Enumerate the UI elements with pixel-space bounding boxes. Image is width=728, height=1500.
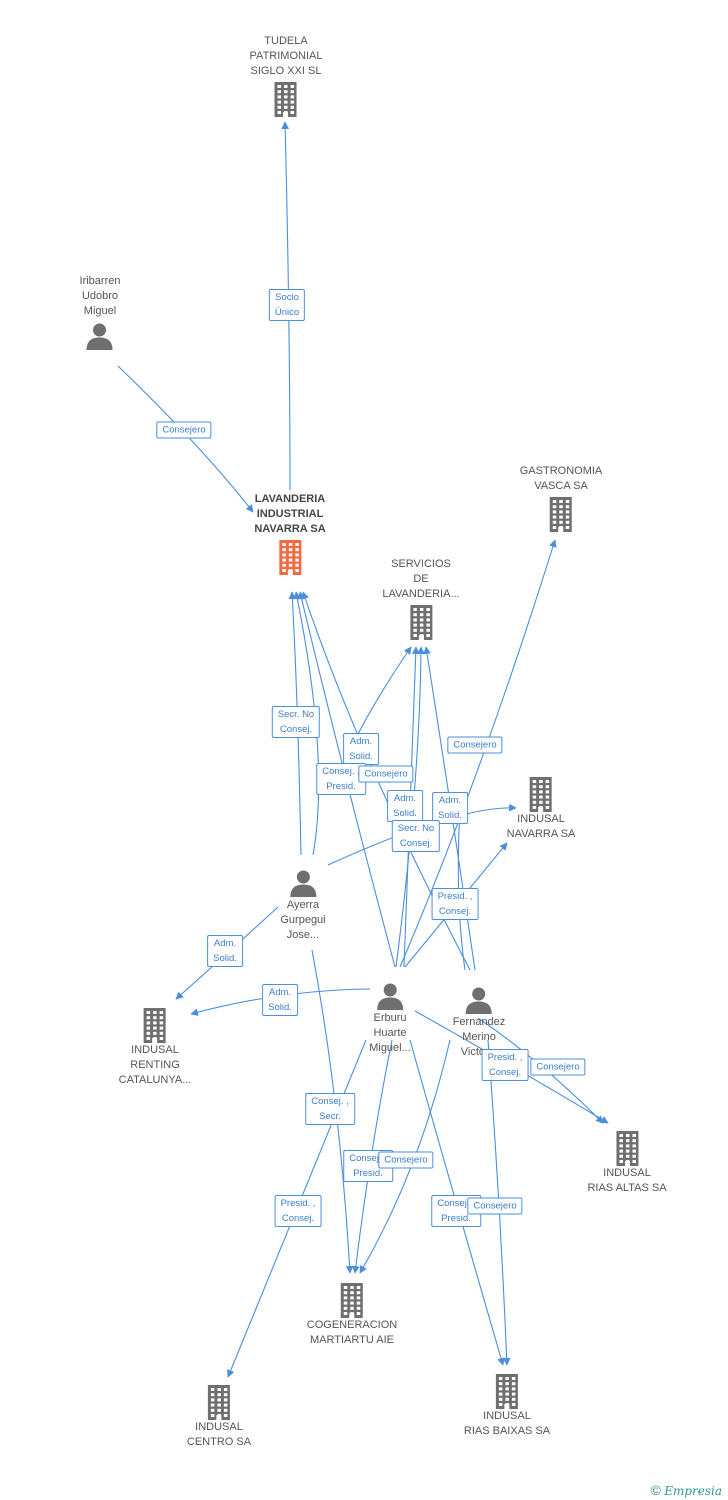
edge-label-consej-presid[interactable]: Consej. , Presid. bbox=[316, 763, 366, 795]
person-icon bbox=[376, 983, 403, 1010]
node-ayerra-gurpegui-jose[interactable]: Ayerra Gurpegui Jose... bbox=[280, 866, 326, 943]
node-label: TUDELA PATRIMONIAL SIGLO XXI SL bbox=[249, 35, 323, 77]
node-label: INDUSAL CENTRO SA bbox=[186, 1421, 252, 1448]
node-label: Ayerra Gurpegui Jose... bbox=[280, 899, 326, 941]
edge-line bbox=[117, 365, 254, 513]
building-icon bbox=[529, 777, 552, 812]
person-icon bbox=[289, 870, 316, 897]
node-tudela-patrimonial[interactable]: TUDELA PATRIMONIAL SIGLO XXI SL bbox=[249, 34, 323, 117]
edge-label-adm-solid[interactable]: Adm. Solid. bbox=[343, 733, 379, 765]
edge-line bbox=[293, 591, 320, 856]
node-label: SERVICIOS DE LAVANDERIA... bbox=[382, 558, 460, 600]
node-indusal-rias-baixas[interactable]: INDUSAL RIAS BAIXAS SA bbox=[464, 1371, 550, 1439]
node-indusal-rias-altas[interactable]: INDUSAL RIAS ALTAS SA bbox=[587, 1128, 667, 1196]
edge-line bbox=[399, 539, 557, 968]
empresia-logo: Empresia bbox=[664, 1484, 722, 1498]
edge-label-consejero[interactable]: Consejero bbox=[530, 1058, 586, 1076]
node-cogeneracion-martiartu[interactable]: COGENERACION MARTIARTU AIE bbox=[307, 1280, 397, 1348]
building-icon bbox=[144, 1008, 166, 1043]
edge-line bbox=[354, 646, 412, 741]
node-indusal-renting-catalunya[interactable]: INDUSAL RENTING CATALUNYA... bbox=[118, 1005, 192, 1088]
edge-label-socio-unico[interactable]: Socio Único bbox=[268, 289, 306, 321]
node-iribarren-udobro-miguel[interactable]: Iribarren Udobro Miguel bbox=[79, 274, 121, 351]
person-icon bbox=[466, 987, 492, 1014]
node-label: INDUSAL RENTING CATALUNYA... bbox=[118, 1044, 192, 1086]
edge-label-adm-solid[interactable]: Adm. Solid. bbox=[262, 984, 298, 1016]
node-indusal-navarra[interactable]: INDUSAL NAVARRA SA bbox=[506, 774, 576, 842]
building-icon bbox=[278, 540, 301, 575]
building-icon bbox=[275, 82, 297, 117]
edge-label-adm-solid[interactable]: Adm. Solid. bbox=[387, 790, 423, 822]
edge-label-secr-no-consej[interactable]: Secr. No Consej. bbox=[391, 820, 441, 852]
node-servicios-de-lavanderia[interactable]: SERVICIOS DE LAVANDERIA... bbox=[382, 557, 460, 640]
building-icon bbox=[409, 605, 432, 640]
copyright-icon: © bbox=[650, 1482, 661, 1498]
edge-label-adm-solid[interactable]: Adm. Solid. bbox=[432, 792, 468, 824]
edge-label-consejero[interactable]: Consejero bbox=[447, 736, 503, 754]
node-label: Iribarren Udobro Miguel bbox=[79, 275, 121, 317]
edge-label-presid-consej[interactable]: Presid. , Consej. bbox=[431, 888, 479, 920]
node-indusal-centro[interactable]: INDUSAL CENTRO SA bbox=[187, 1382, 251, 1450]
building-icon bbox=[549, 497, 572, 532]
edge-label-presid-consej[interactable]: Presid. , Consej. bbox=[274, 1195, 322, 1227]
building-icon bbox=[495, 1374, 518, 1409]
node-label: LAVANDERIA INDUSTRIAL NAVARRA SA bbox=[254, 493, 326, 535]
node-label: GASTRONOMIA VASCA SA bbox=[519, 465, 603, 492]
person-icon bbox=[87, 323, 113, 350]
node-label: COGENERACION MARTIARTU AIE bbox=[306, 1319, 398, 1346]
node-label: INDUSAL RIAS BAIXAS SA bbox=[463, 1410, 551, 1437]
footer-brand[interactable]: © Empresia bbox=[651, 1482, 722, 1498]
node-label: INDUSAL RIAS ALTAS SA bbox=[587, 1167, 667, 1194]
edge-label-secr-no-consej[interactable]: Secr. No Consej. bbox=[271, 706, 321, 738]
edge-label-consejero[interactable]: Consejero bbox=[156, 421, 212, 439]
edge-label-consejero[interactable]: Consejero bbox=[467, 1197, 523, 1215]
node-label: INDUSAL NAVARRA SA bbox=[506, 813, 576, 840]
node-label: Erburu Huarte Miguel... bbox=[369, 1012, 411, 1054]
edge-label-consejero[interactable]: Consejero bbox=[378, 1151, 434, 1169]
building-icon bbox=[341, 1283, 363, 1318]
node-gastronomia-vasca[interactable]: GASTRONOMIA VASCA SA bbox=[519, 464, 603, 532]
node-lavanderia-industrial-navarra[interactable]: LAVANDERIA INDUSTRIAL NAVARRA SA bbox=[254, 492, 326, 575]
edge-label-presid-consej[interactable]: Presid. , Consej. bbox=[481, 1049, 529, 1081]
building-icon bbox=[208, 1385, 230, 1420]
edge-label-adm-solid[interactable]: Adm. Solid. bbox=[207, 935, 243, 967]
building-icon bbox=[615, 1131, 638, 1166]
edge-label-consejero[interactable]: Consejero bbox=[358, 765, 414, 783]
edge-label-consej-secr[interactable]: Consej. , Secr. bbox=[305, 1093, 355, 1125]
node-erburu-huarte-miguel[interactable]: Erburu Huarte Miguel... bbox=[369, 979, 411, 1056]
